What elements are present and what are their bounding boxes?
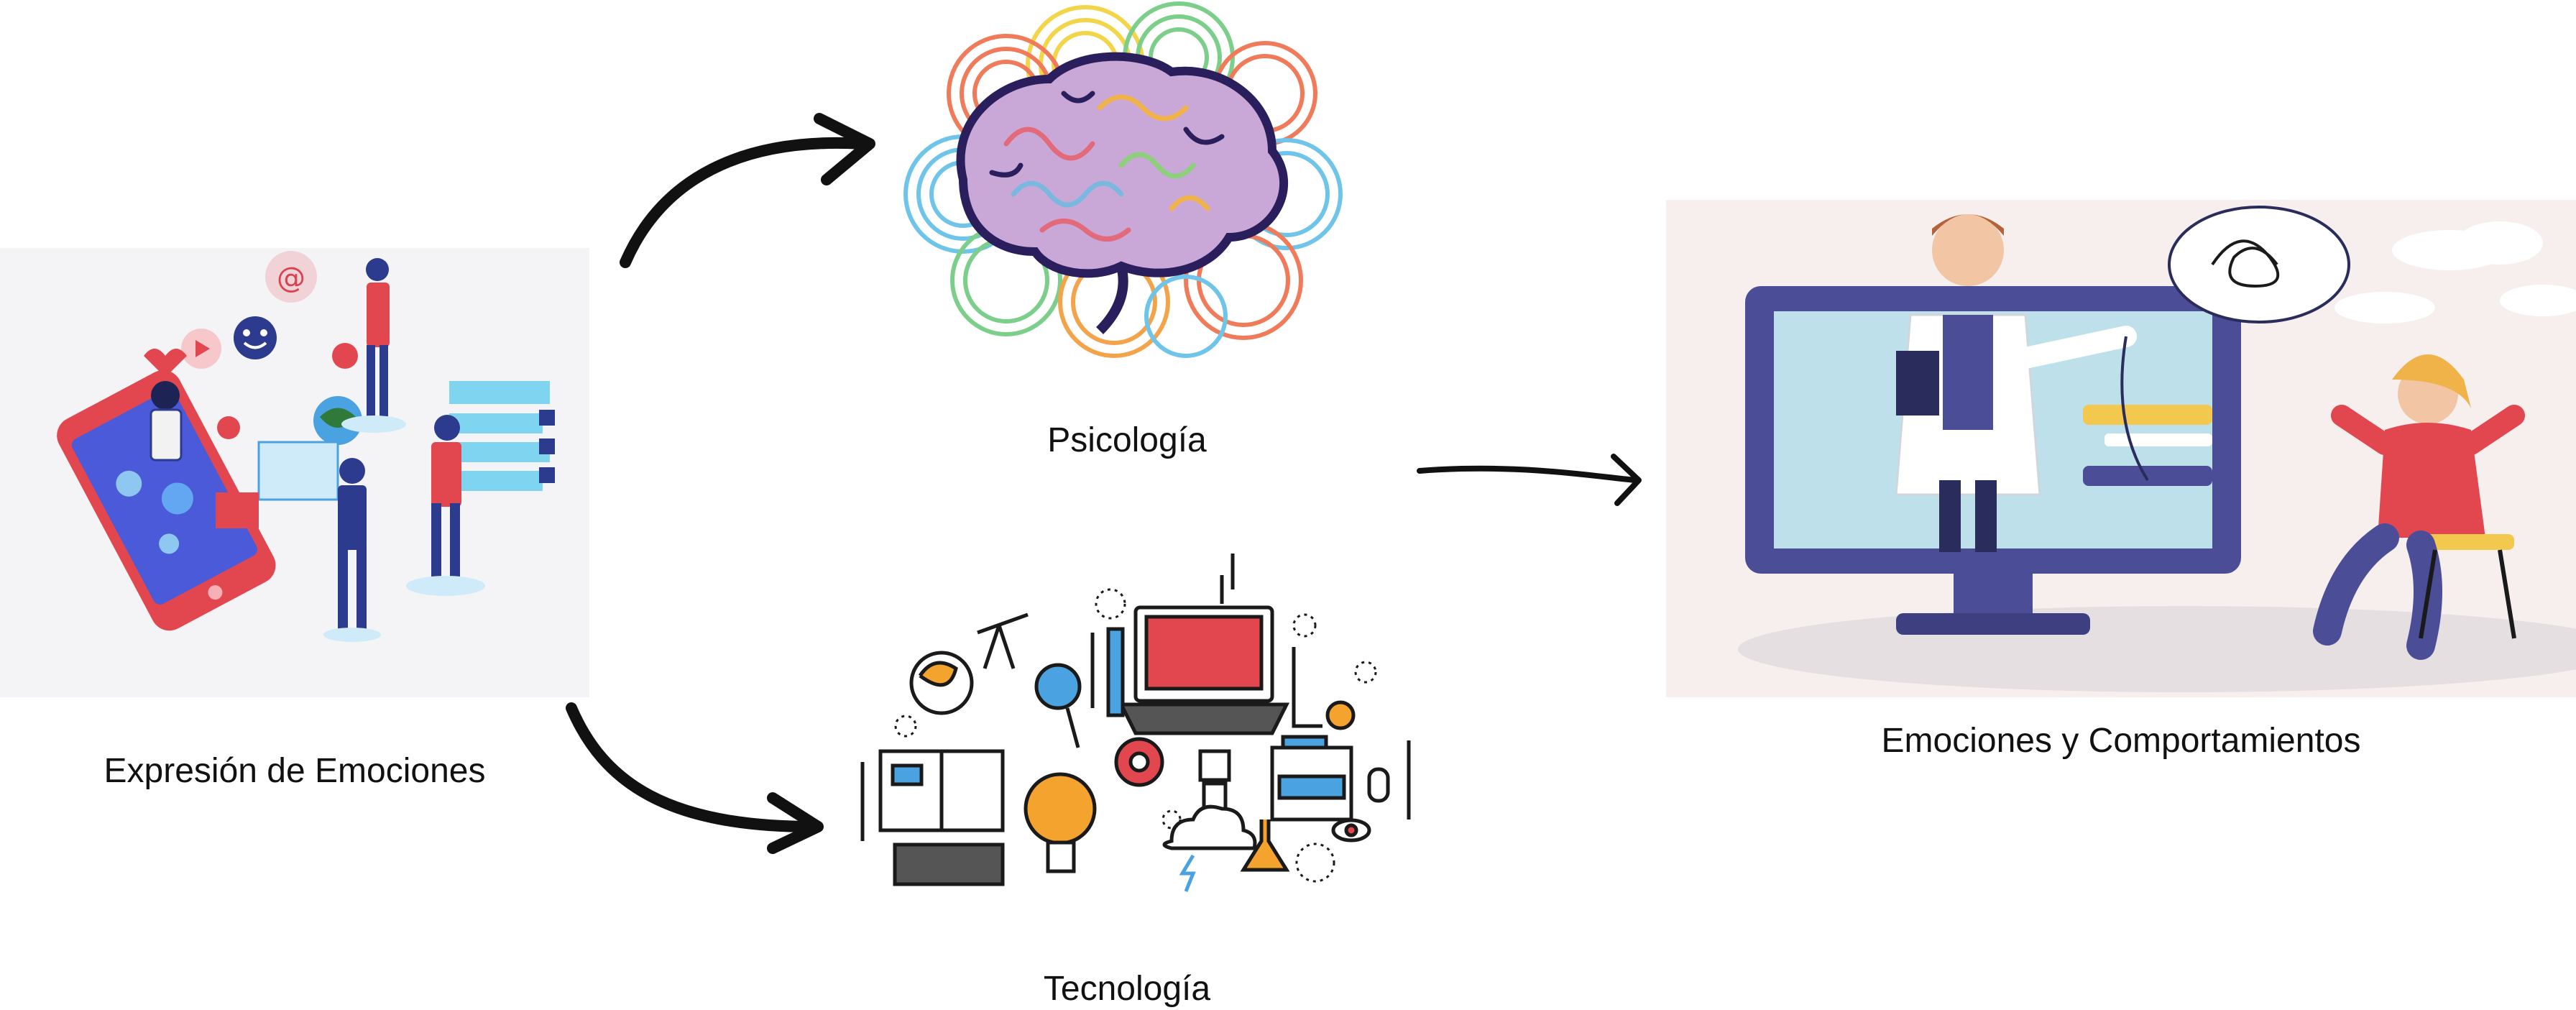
arrow-expresion-to-psicologia [620, 137, 868, 268]
arrow-expresion-to-tecnologia [566, 702, 818, 832]
label-emociones-y-comportamientos: Emociones y Comportamientos [1881, 722, 2361, 760]
label-psicologia: Psicología [1047, 421, 1207, 459]
social-media-people-icon: @ [57, 251, 555, 642]
label-tecnologia: Tecnología [1043, 970, 1211, 1008]
emociones-illustration [1666, 200, 2576, 697]
psicologia-illustration [884, 0, 1358, 359]
technology-doodles-icon [860, 554, 1411, 892]
label-expresion-de-emociones: Expresión de Emociones [104, 752, 486, 790]
svg-text:@: @ [277, 262, 305, 295]
tecnologia-illustration [834, 532, 1423, 906]
doctor-patient-screen-icon [1738, 206, 2576, 692]
arrowhead-expresion-to-psicologia [814, 113, 875, 185]
arrowhead-to-emociones [1611, 454, 1642, 506]
arrowhead-expresion-to-tecnologia [767, 792, 824, 854]
expresion-illustration: @ [0, 248, 589, 697]
arrow-to-emociones [1417, 465, 1638, 483]
colorful-brain-icon [903, 1, 1343, 358]
